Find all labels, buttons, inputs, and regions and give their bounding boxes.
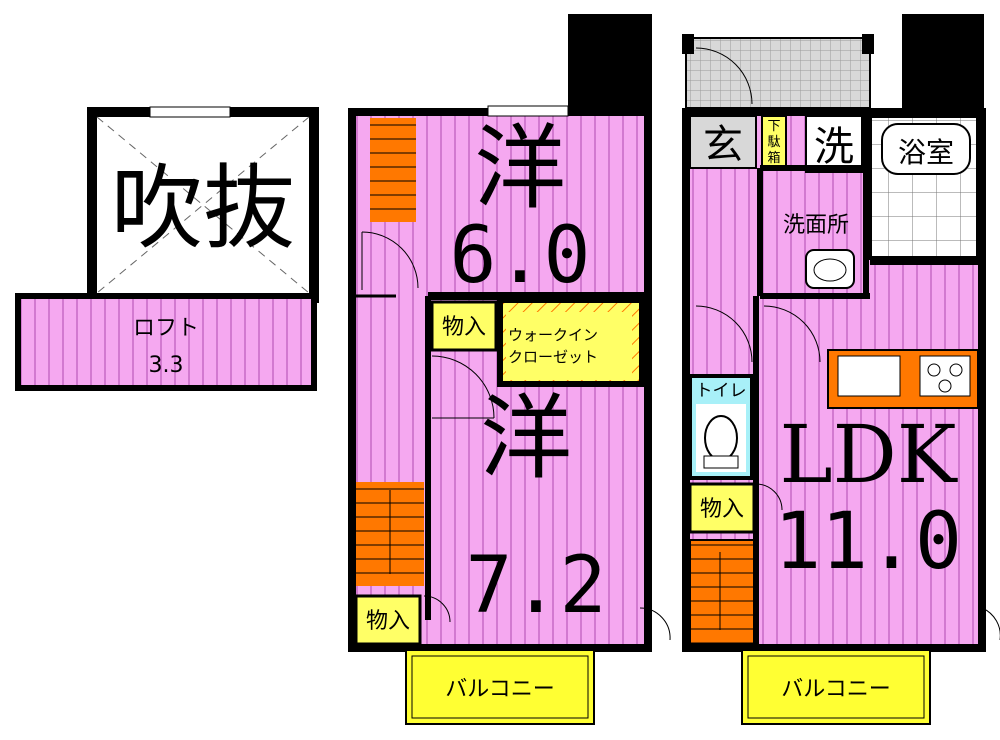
bath-label: 浴室 — [898, 136, 954, 169]
storage-2f-2 — [354, 594, 422, 646]
balcony-1f-label: バルコニー — [781, 677, 891, 702]
storage-2f-2-label: 物入 — [366, 609, 410, 634]
loft-label: ロフト — [133, 316, 199, 341]
ldk-label: LDK — [779, 408, 957, 501]
room1-window — [487, 105, 569, 117]
washroom-label: 洗面所 — [783, 213, 849, 238]
laundry-label: 洗 — [814, 124, 854, 170]
room1-kanji: 洋 — [474, 115, 566, 222]
corridor-2f — [356, 300, 426, 644]
ldk-area: 11.0 — [774, 497, 962, 587]
walkin-label-2: クローゼット — [508, 348, 598, 366]
pillar-1f — [902, 14, 984, 118]
stairs-upper — [370, 118, 416, 222]
toilet-label: トイレ — [696, 381, 747, 401]
shoe-box — [761, 115, 787, 169]
storage-1f — [688, 482, 756, 534]
porch — [685, 37, 871, 109]
loft-area-value: 3.3 — [149, 353, 184, 378]
balcony-2f-label: バルコニー — [445, 677, 555, 702]
shoe-box-label-2: 駄 — [767, 135, 780, 150]
room2-area: 7.2 — [466, 541, 607, 631]
sink-icon — [805, 249, 855, 289]
void-label: 吹抜 — [111, 155, 295, 262]
laundry-space — [805, 115, 863, 173]
loft-section: 吹抜 ロフト 3.3 — [15, 106, 319, 391]
entrance — [689, 115, 757, 169]
room2-kanji: 洋 — [480, 385, 572, 492]
floor1-section: 玄 下 駄 箱 洗 洗面所 浴室 トイレ 物入 — [639, 14, 1000, 725]
kitchen-sink-icon — [837, 355, 901, 397]
floor2-section: 物入 ウォークイン クローゼット 物入 洋 6.0 洋 7.2 バルコニー — [348, 14, 652, 725]
loft-window — [149, 106, 231, 118]
storage-2f-1 — [430, 300, 498, 352]
loft-area — [15, 293, 317, 391]
walkin-label-1: ウォークイン — [508, 326, 598, 344]
toilet-icon — [704, 415, 738, 461]
stove-icon — [919, 355, 971, 397]
entrance-label: 玄 — [703, 122, 743, 168]
bathtub-icon — [881, 123, 971, 175]
pillar-2f — [568, 14, 652, 118]
balcony-1f — [741, 649, 931, 725]
room1-area: 6.0 — [450, 211, 591, 301]
shoe-box-label-1: 下 — [767, 119, 780, 134]
shoe-box-label-3: 箱 — [767, 150, 780, 166]
balcony-2f — [405, 649, 595, 725]
stairs-1f — [689, 539, 755, 645]
storage-2f-1-label: 物入 — [442, 315, 486, 340]
storage-1f-label: 物入 — [700, 497, 744, 522]
